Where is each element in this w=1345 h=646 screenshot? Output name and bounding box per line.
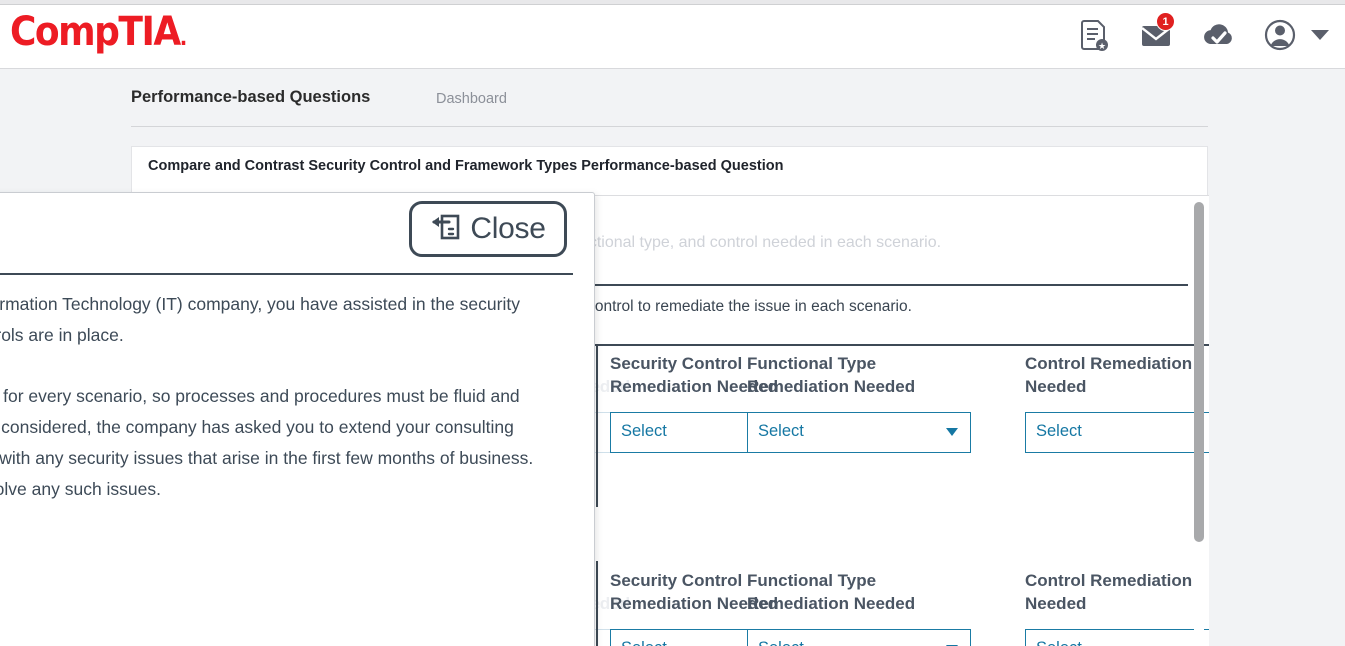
column-divider-2 [596, 561, 598, 646]
scenario-modal-divider [0, 273, 573, 275]
exit-arrow-icon [430, 213, 460, 246]
column-divider-1 [596, 344, 598, 507]
account-chevron-down-icon[interactable] [1311, 30, 1329, 40]
select-caret-icon-2 [946, 428, 958, 436]
cloud-check-icon[interactable] [1201, 17, 1235, 53]
vertical-scrollbar-track[interactable] [1194, 199, 1204, 645]
column-functional-type-1: Functional Type Remediation Needed Selec… [747, 352, 971, 453]
column-control-remediation-1: Control Remediation Needed Select [1025, 352, 1209, 453]
column-label-control-remediation-2: Control Remediation Needed [1025, 571, 1193, 613]
prompt-divider [132, 344, 1209, 346]
column-control-remediation-2: Control Remediation Needed Select [1025, 569, 1209, 646]
comptia-logo[interactable]: CompTIA. [10, 9, 188, 62]
scenario-paragraph-2: However, an organization cannot realisti… [0, 386, 534, 499]
comptia-logo-text: CompTIA [10, 9, 181, 55]
select-control-remediation-2[interactable]: Select [1025, 629, 1209, 646]
select-value-3: Select [1036, 422, 1082, 440]
tab-bar: Performance-based Questions Dashboard [131, 81, 1208, 127]
select-control-remediation-1[interactable]: Select [1025, 412, 1209, 453]
app-header: CompTIA. ★ 1 [0, 5, 1345, 69]
tab-dashboard[interactable]: Dashboard [436, 91, 507, 107]
instructions-divider [148, 284, 1188, 286]
column-label-security-control-2: Security Control Remediation Needed [610, 571, 779, 613]
column-functional-type-2: Functional Type Remediation Needed Selec… [747, 569, 971, 646]
select-value-7: Select [1036, 639, 1082, 646]
select-value-6: Select [758, 639, 804, 646]
select-value-1: Select [621, 422, 667, 440]
select-functional-type-2[interactable]: Select [747, 629, 971, 646]
question-card-title: Compare and Contrast Security Control an… [148, 158, 784, 174]
document-star-icon[interactable]: ★ [1077, 17, 1111, 53]
column-label-functional-type-2: Functional Type Remediation Needed [747, 571, 916, 613]
scenario-modal-body: As a security consultant for a newly lau… [0, 289, 555, 535]
user-avatar-icon[interactable] [1263, 17, 1297, 53]
column-label-security-control-1: Security Control Remediation Needed [610, 354, 779, 396]
column-label-control-remediation-1: Control Remediation Needed [1025, 354, 1193, 396]
close-button-label: Close [470, 212, 546, 245]
column-label-functional-type-1: Functional Type Remediation Needed [747, 354, 916, 396]
select-functional-type-1[interactable]: Select [747, 412, 971, 453]
browser-top-strip [0, 0, 1345, 5]
envelope-icon[interactable]: 1 [1139, 12, 1175, 53]
scenario-paragraph-1: As a security consultant for a newly lau… [0, 294, 520, 345]
envelope-badge-count: 1 [1156, 12, 1175, 31]
header-icon-group: ★ 1 [1077, 12, 1329, 53]
select-value-2: Select [758, 422, 804, 440]
select-value-5: Select [621, 639, 667, 646]
logo-trademark-dot: . [179, 26, 188, 51]
tab-performance-based-questions[interactable]: Performance-based Questions [131, 88, 371, 106]
scenario-modal: Scenario Close As a security consultant … [0, 192, 595, 646]
close-button[interactable]: Close [409, 201, 567, 257]
page-body: Performance-based Questions Dashboard Co… [0, 69, 1345, 646]
vertical-scrollbar-thumb[interactable] [1194, 202, 1204, 542]
svg-text:★: ★ [1098, 41, 1106, 51]
card-divider [132, 195, 1209, 196]
